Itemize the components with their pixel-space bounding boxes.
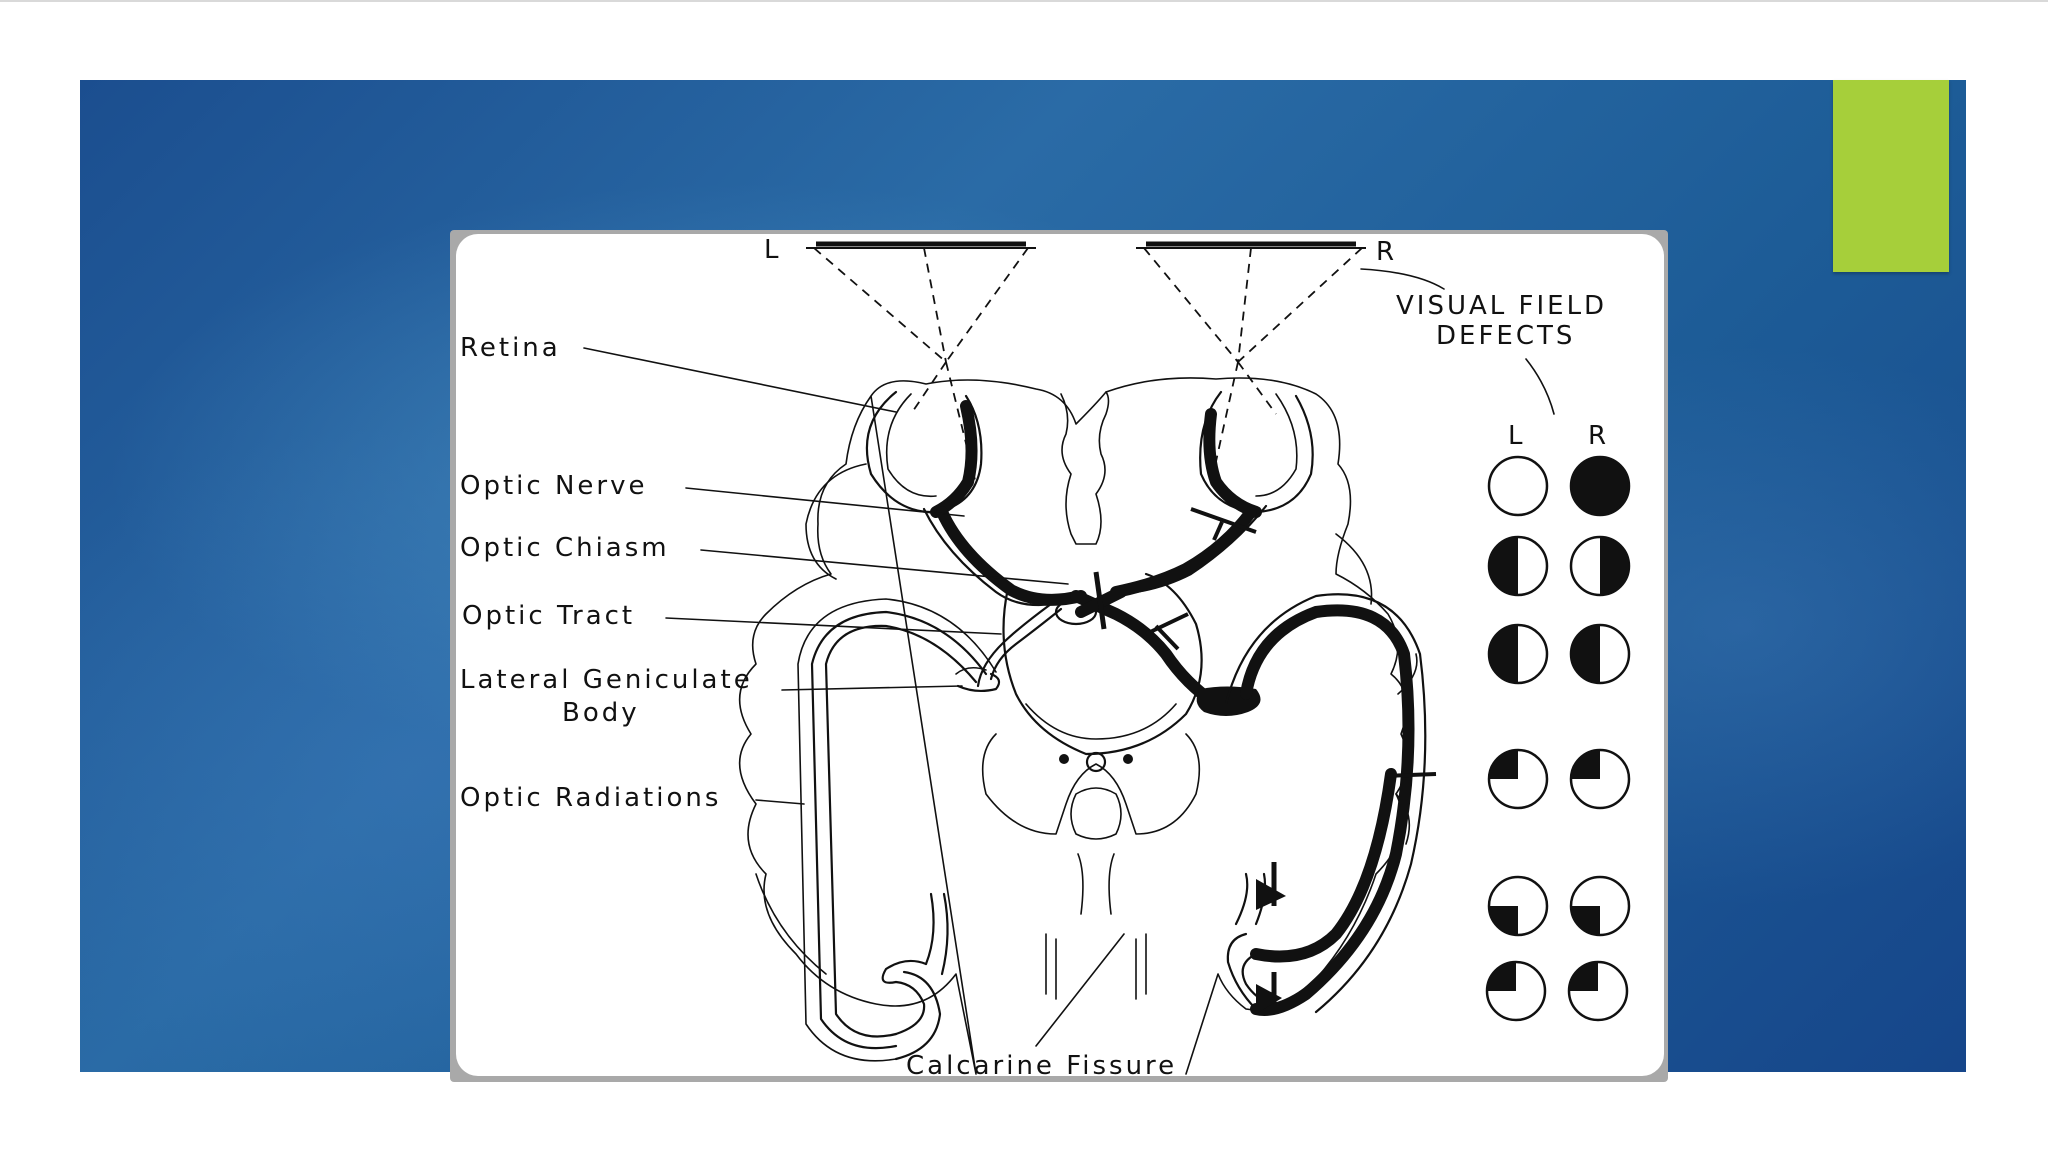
optic-radiations	[797, 593, 1437, 1062]
defect-row5-left	[1487, 875, 1549, 937]
right-eye	[1199, 390, 1314, 518]
brain-outline	[738, 377, 1418, 1075]
defects-title-line1: VISUAL FIELD	[1396, 291, 1607, 321]
label-lateral-geniculate: Lateral Geniculate	[460, 665, 753, 695]
label-optic-tract: Optic Tract	[462, 601, 635, 631]
defect-row2-right	[1569, 535, 1631, 597]
defect-row1-left	[1487, 455, 1549, 517]
defect-row4-right	[1569, 748, 1631, 810]
figure-card: L R	[450, 230, 1668, 1082]
label-retina: Retina	[460, 333, 561, 363]
figure-inner: L R	[456, 234, 1664, 1076]
label-optic-chiasm: Optic Chiasm	[460, 533, 670, 563]
visual-field-defects: VISUAL FIELD DEFECTS L R	[1396, 291, 1631, 1022]
optic-pathway	[922, 504, 1268, 716]
defect-row4-left	[1487, 748, 1549, 810]
slide-background: L R	[80, 80, 1966, 1082]
top-rule	[0, 0, 2048, 2]
label-calcarine-fissure: Calcarine Fissure	[906, 1051, 1177, 1076]
defects-title-line2: DEFECTS	[1436, 321, 1575, 351]
label-optic-radiations: Optic Radiations	[460, 783, 721, 813]
left-eye	[865, 390, 983, 518]
right-visual-field: R	[1136, 237, 1445, 485]
left-field-label: L	[764, 235, 781, 265]
defect-row3-left	[1487, 623, 1549, 685]
defect-row3-right	[1569, 623, 1631, 685]
defects-column-left: L	[1508, 421, 1525, 451]
left-visual-field: L	[764, 235, 1036, 485]
defect-row5-right	[1569, 875, 1631, 937]
visual-pathway-diagram: L R	[460, 235, 1631, 1076]
right-field-label: R	[1376, 237, 1396, 267]
label-optic-nerve: Optic Nerve	[460, 471, 647, 501]
accent-bar	[1833, 80, 1949, 272]
defect-row6-right	[1567, 960, 1629, 1022]
defects-column-right: R	[1588, 421, 1608, 451]
defect-row1-right	[1569, 455, 1631, 517]
defect-row2-left	[1487, 535, 1549, 597]
label-lateral-geniculate-body: Body	[562, 698, 640, 728]
structure-labels: Retina Optic Nerve Optic Chiasm Optic Tr…	[460, 333, 1177, 1076]
defect-row6-left	[1485, 960, 1547, 1022]
